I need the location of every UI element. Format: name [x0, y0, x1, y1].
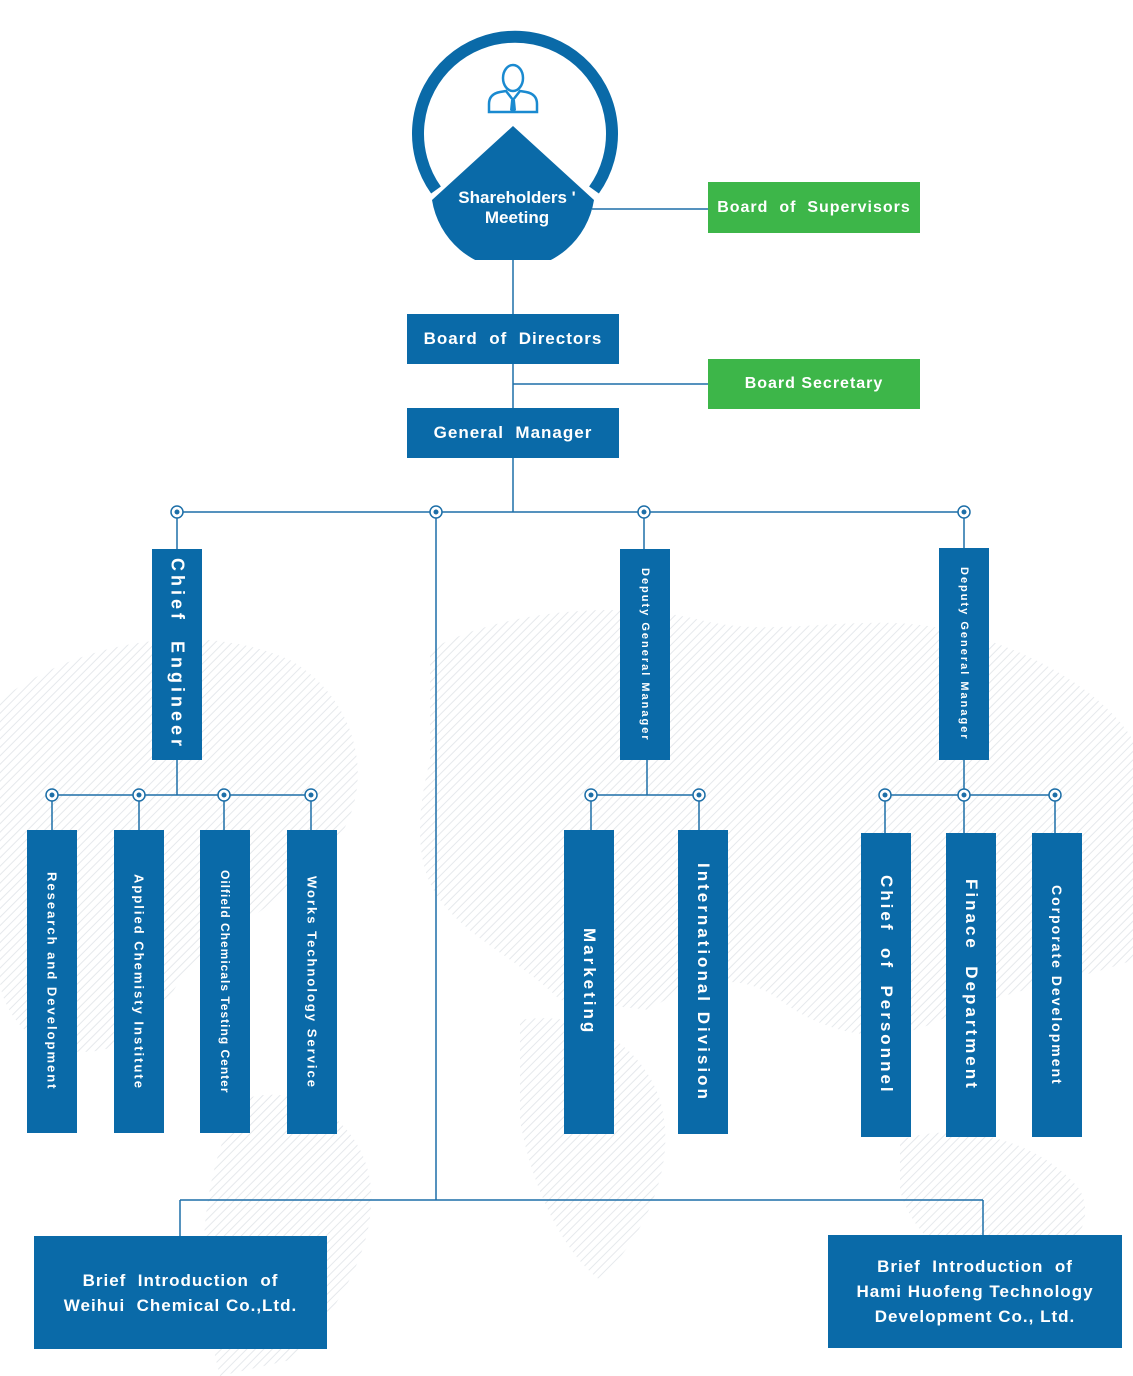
board-of-directors-label: Board of Directors: [423, 329, 603, 348]
deputy-gm-2-label: Deputy General Manager: [958, 567, 970, 741]
shareholders-title-line2: Meeting: [484, 208, 550, 227]
connector-nodes: [45, 505, 1062, 802]
oilfield-testing-label: Oilfield Chemicals Testing Center: [218, 869, 232, 1094]
marketing-box[interactable]: Marketing: [564, 830, 614, 1134]
general-manager-label: General Manager: [433, 423, 593, 442]
board-of-supervisors-label: Board of Supervisors: [717, 198, 911, 216]
applied-chemistry-box[interactable]: Applied Chemisty Institute: [114, 830, 164, 1133]
general-manager-box[interactable]: General Manager: [407, 408, 619, 458]
weihui-line2: Weihui Chemical Co.,Ltd.: [63, 1295, 298, 1315]
hami-huofeng-box[interactable]: Brief Introduction of Hami Huofeng Techn…: [828, 1235, 1122, 1348]
chief-engineer-box[interactable]: Chief Engineer: [152, 549, 202, 760]
shareholders-title-line1: Shareholders ': [458, 188, 576, 207]
deputy-gm-1-label: Deputy General Manager: [639, 567, 651, 742]
board-of-directors-box[interactable]: Board of Directors: [407, 314, 619, 364]
shareholders-meeting-title: Shareholders ' Meeting: [432, 188, 602, 228]
applied-chemistry-label: Applied Chemisty Institute: [131, 873, 147, 1090]
corporate-development-label: Corporate Development: [1049, 884, 1065, 1086]
hami-line2: Hami Huofeng Technology: [856, 1282, 1094, 1301]
weihui-line1: Brief Introduction of: [82, 1270, 279, 1290]
shareholders-emblem: [412, 30, 618, 260]
chief-of-personnel-label: Chief of Personnel: [877, 875, 896, 1095]
international-division-label: International Division: [694, 862, 713, 1102]
corporate-development-box[interactable]: Corporate Development: [1032, 833, 1082, 1137]
finance-department-label: Finace Department: [962, 879, 981, 1091]
research-development-box[interactable]: Research and Development: [27, 830, 77, 1133]
weihui-chemical-box[interactable]: Brief Introduction of Weihui Chemical Co…: [34, 1236, 327, 1349]
international-division-box[interactable]: International Division: [678, 830, 728, 1134]
hami-line3: Development Co., Ltd.: [874, 1307, 1076, 1326]
marketing-label: Marketing: [580, 928, 599, 1036]
hami-line1: Brief Introduction of: [877, 1257, 1073, 1276]
deputy-gm-1-box[interactable]: Deputy General Manager: [620, 549, 670, 760]
chief-engineer-label: Chief Engineer: [167, 558, 188, 751]
person-tie-icon: [487, 63, 539, 114]
works-technology-label: Works Technology Service: [304, 875, 320, 1089]
board-secretary-box[interactable]: Board Secretary: [708, 359, 920, 409]
board-secretary-label: Board Secretary: [744, 375, 884, 392]
finance-department-box[interactable]: Finace Department: [946, 833, 996, 1137]
works-technology-box[interactable]: Works Technology Service: [287, 830, 337, 1134]
oilfield-testing-box[interactable]: Oilfield Chemicals Testing Center: [200, 830, 250, 1133]
chief-of-personnel-box[interactable]: Chief of Personnel: [861, 833, 911, 1137]
research-development-label: Research and Development: [44, 872, 60, 1091]
board-of-supervisors-box[interactable]: Board of Supervisors: [708, 182, 920, 233]
deputy-gm-2-box[interactable]: Deputy General Manager: [939, 548, 989, 760]
